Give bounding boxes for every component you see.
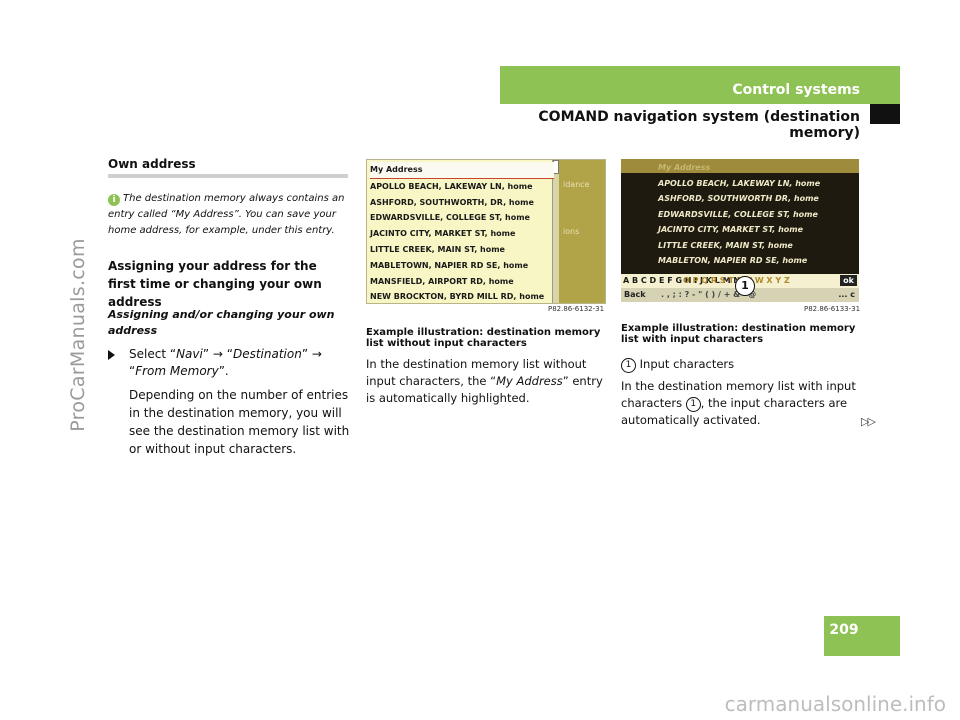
info-icon: i bbox=[108, 194, 120, 206]
side-watermark: ProCarManuals.com bbox=[58, 200, 98, 470]
legend-input-characters: 1 Input characters bbox=[621, 356, 861, 373]
assign-subheading: Assigning and/or changing your own addre… bbox=[108, 308, 335, 337]
list-item[interactable]: APOLLO BEACH, LAKEWAY LN, home bbox=[658, 178, 821, 188]
callout-number-inline: 1 bbox=[685, 397, 701, 412]
list-item[interactable]: APOLLO BEACH, LAKEWAY LN, home bbox=[370, 181, 533, 191]
callout-number: 1 bbox=[621, 358, 636, 373]
list-item[interactable]: NEW BROCKTON, BYRD MILL RD, home bbox=[370, 292, 545, 302]
footer-watermark: carmanualsonline.info bbox=[724, 692, 946, 716]
ok-button[interactable]: ok bbox=[840, 275, 857, 286]
header-tab bbox=[870, 104, 900, 124]
screen1-code: P82.86-6132-31 bbox=[548, 305, 605, 313]
screen1-side-panel: idance ions bbox=[559, 160, 605, 303]
list-item[interactable]: MABLETON, NAPIER RD SE, home bbox=[658, 256, 808, 265]
list-item[interactable]: JACINTO CITY, MARKET ST, home bbox=[658, 225, 804, 234]
page-number: 209 bbox=[829, 622, 859, 638]
symbol-row[interactable]: . , ; : ? - " ( ) / + & ' @ bbox=[661, 290, 757, 299]
screen2-highlight-bar bbox=[621, 159, 859, 173]
assign-heading: Assigning your address for the first tim… bbox=[108, 259, 322, 309]
header-band bbox=[500, 66, 900, 104]
back-button[interactable]: Back bbox=[624, 290, 646, 299]
screen1-side-text-2: ions bbox=[563, 227, 580, 236]
list-item[interactable]: EDWARDSVILLE, COLLEGE ST, home bbox=[370, 213, 530, 223]
list-item[interactable]: MABLETOWN, NAPIER RD SE, home bbox=[370, 260, 529, 270]
list-item[interactable]: LITTLE CREEK, MAIN ST, home bbox=[370, 244, 505, 254]
screen2-code: P82.86-6133-31 bbox=[804, 305, 861, 313]
continue-arrow-icon: ▷▷ bbox=[861, 415, 876, 428]
own-address-title: Own address bbox=[108, 157, 196, 171]
section-title: Control systems bbox=[732, 82, 860, 98]
screen2-my-address[interactable]: My Address bbox=[658, 163, 711, 172]
side-watermark-text: ProCarManuals.com bbox=[67, 238, 89, 432]
screen1-list: My Address APOLLO BEACH, LAKEWAY LN, hom… bbox=[370, 162, 554, 303]
char-row-active[interactable]: A B C D E F G H I J K L M N bbox=[623, 276, 741, 285]
callout-1: 1 bbox=[735, 276, 755, 296]
extra-buttons[interactable]: ... c bbox=[838, 290, 855, 299]
text-with-input: In the destination memory list with inpu… bbox=[621, 379, 856, 427]
step-text: Select “Navi” → “Destination” → “From Me… bbox=[129, 347, 322, 378]
text-without-input: In the destination memory list without i… bbox=[366, 357, 603, 405]
screen2-list: My Address APOLLO BEACH, LAKEWAY LN, hom… bbox=[658, 160, 858, 269]
info-note-text: The destination memory always contains a… bbox=[108, 193, 345, 236]
list-item[interactable]: LITTLE CREEK, MAIN ST, home bbox=[658, 240, 793, 250]
list-item[interactable]: MANSFIELD, AIRPORT RD, home bbox=[370, 276, 514, 286]
list-item[interactable]: ASHFORD, SOUTHWORTH, DR, home bbox=[370, 197, 534, 207]
instruction-step: Select “Navi” → “Destination” → “From Me… bbox=[108, 346, 348, 380]
list-item[interactable]: ASHFORD, SOUTHWORTH DR, home bbox=[658, 194, 819, 203]
screen1-side-text-1: idance bbox=[563, 180, 590, 189]
screen-with-input: My Address APOLLO BEACH, LAKEWAY LN, hom… bbox=[621, 159, 859, 302]
list-item[interactable]: EDWARDSVILLE, COLLEGE ST, home bbox=[658, 209, 818, 219]
caption-without-input: Example illustration: destination memory… bbox=[366, 327, 601, 349]
screen1-my-address[interactable]: My Address bbox=[370, 162, 554, 179]
bullet-arrow-icon bbox=[108, 350, 115, 360]
screen-without-input: idance ions My Address APOLLO BEACH, LAK… bbox=[366, 159, 606, 304]
depending-paragraph: Depending on the number of entries in th… bbox=[129, 388, 350, 456]
caption-with-input: Example illustration: destination memory… bbox=[621, 323, 856, 345]
list-item[interactable]: JACINTO CITY, MARKET ST, home bbox=[370, 229, 516, 239]
page-number-box bbox=[824, 616, 900, 656]
page-subtitle: COMAND navigation system (destination me… bbox=[538, 109, 860, 141]
section-rule bbox=[108, 174, 348, 178]
